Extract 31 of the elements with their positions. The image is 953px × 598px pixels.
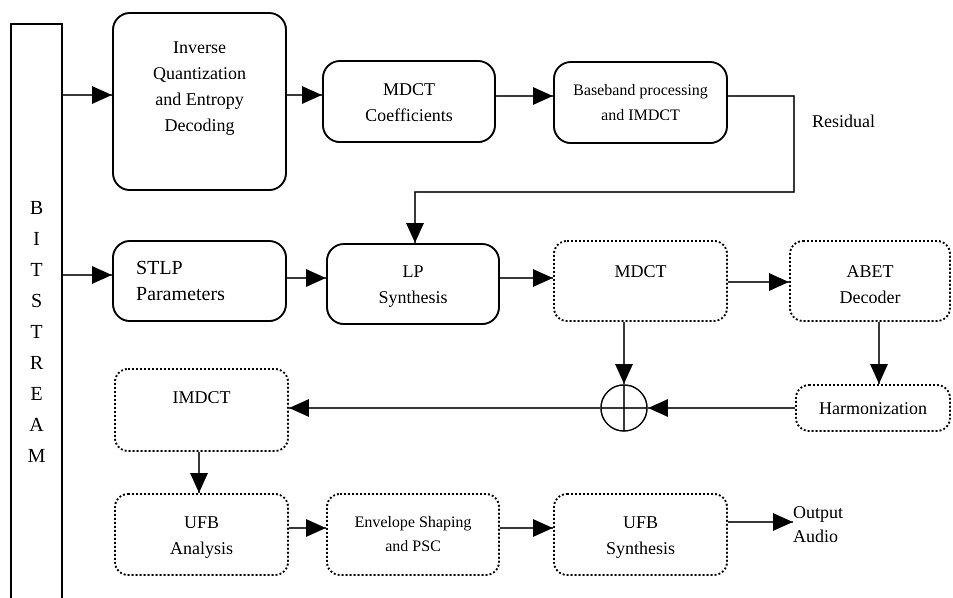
output-label: Output Audio bbox=[793, 498, 873, 550]
arrow bbox=[648, 399, 795, 417]
arrow bbox=[728, 513, 793, 531]
summing-junction bbox=[600, 384, 648, 432]
process-box: Envelope Shaping and PSC bbox=[326, 493, 500, 576]
arrow bbox=[615, 322, 633, 384]
process-box: LP Synthesis bbox=[326, 243, 500, 325]
arrow bbox=[63, 86, 112, 104]
process-box: UFB Synthesis bbox=[553, 493, 728, 576]
arrow bbox=[63, 266, 112, 284]
arrow bbox=[496, 87, 553, 105]
process-box: STLP Parameters bbox=[112, 240, 287, 322]
arrow bbox=[728, 273, 789, 291]
arrow bbox=[289, 519, 326, 537]
arrow bbox=[289, 399, 600, 417]
process-box: Baseband processing and IMDCT bbox=[553, 61, 728, 144]
process-box: ABET Decoder bbox=[789, 240, 951, 322]
arrow bbox=[406, 95, 795, 243]
arrow bbox=[190, 452, 208, 493]
process-box: MDCT Coefficients bbox=[322, 60, 496, 143]
process-box: Inverse Quantization and Entropy Decoding bbox=[112, 12, 287, 191]
arrow bbox=[870, 322, 888, 384]
process-box: MDCT bbox=[553, 240, 728, 322]
bitstream-bar: BITSTREAM bbox=[10, 23, 63, 598]
process-box: Harmonization bbox=[795, 384, 951, 432]
arrow bbox=[500, 269, 553, 287]
arrow bbox=[287, 86, 322, 104]
process-box: UFB Analysis bbox=[114, 493, 289, 576]
process-box: IMDCT bbox=[114, 368, 289, 452]
arrow bbox=[500, 519, 553, 537]
arrow bbox=[287, 269, 326, 287]
